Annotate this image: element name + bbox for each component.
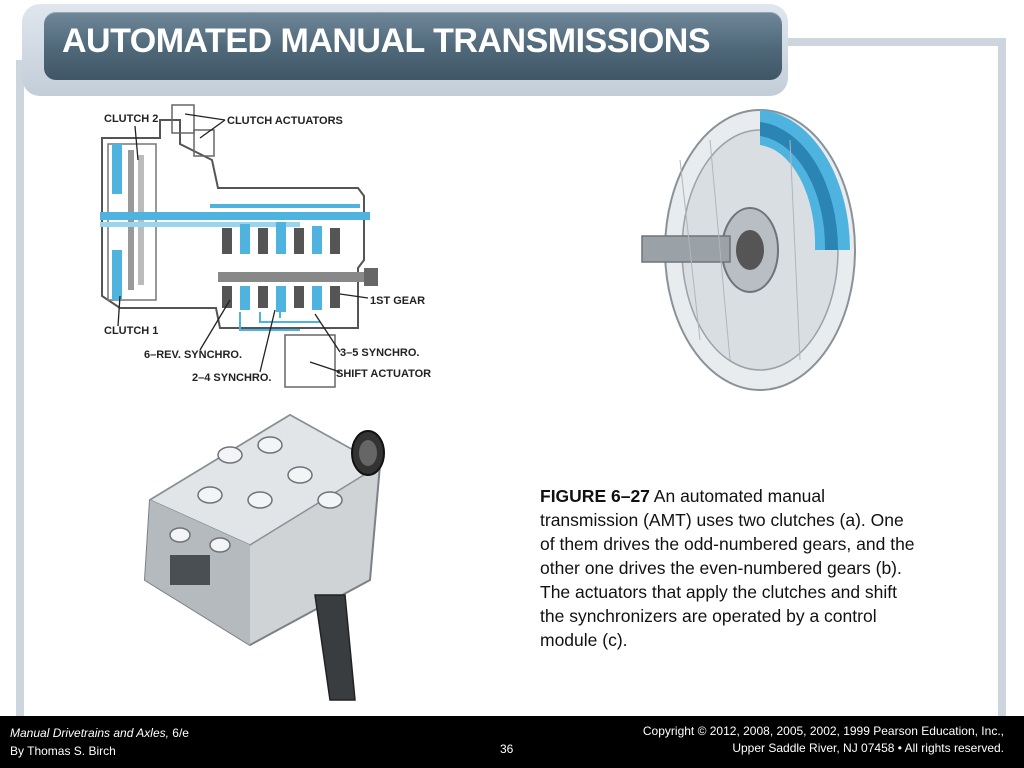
book-edition: 6/e	[168, 726, 189, 740]
book-title: Manual Drivetrains and Axles,	[10, 726, 169, 740]
slide-title: AUTOMATED MANUAL TRANSMISSIONS	[62, 22, 711, 60]
label-2-4-synchro: 2–4 SYNCHRO.	[192, 372, 271, 384]
label-1st-gear: 1ST GEAR	[370, 295, 425, 307]
slide-frame-left	[16, 60, 24, 716]
label-6-rev-synchro: 6–REV. SYNCHRO.	[144, 349, 242, 361]
footer-author: By Thomas S. Birch	[10, 744, 116, 758]
figure-c-control-module	[140, 405, 410, 705]
footer-book-title: Manual Drivetrains and Axles, 6/e	[10, 726, 189, 740]
slide-footer: Manual Drivetrains and Axles, 6/e By Tho…	[0, 716, 1024, 768]
page-number: 36	[500, 742, 514, 756]
footer-copyright: Copyright © 2012, 2008, 2005, 2002, 1999…	[642, 724, 1004, 738]
label-clutch-actuators: CLUTCH ACTUATORS	[227, 115, 343, 127]
label-3-5-synchro: 3–5 SYNCHRO.	[340, 347, 419, 359]
slide-frame-right	[998, 38, 1006, 716]
label-shift-actuator: SHIFT ACTUATOR	[336, 368, 431, 380]
caption-text: An automated manual transmission (AMT) u…	[540, 486, 915, 650]
figure-caption: FIGURE 6–27 An automated manual transmis…	[540, 484, 920, 652]
title-bar	[44, 12, 782, 80]
label-clutch-1: CLUTCH 1	[104, 325, 158, 337]
figure-b-dual-clutch-cutaway	[640, 100, 865, 395]
figure-a-transmission-cutaway: CLUTCH 2 CLUTCH ACTUATORS 1ST GEAR CLUTC…	[100, 100, 445, 395]
figure-number: FIGURE 6–27	[540, 486, 650, 506]
label-clutch-2: CLUTCH 2	[104, 113, 158, 125]
footer-publisher: Upper Saddle River, NJ 07458 • All right…	[732, 741, 1004, 755]
